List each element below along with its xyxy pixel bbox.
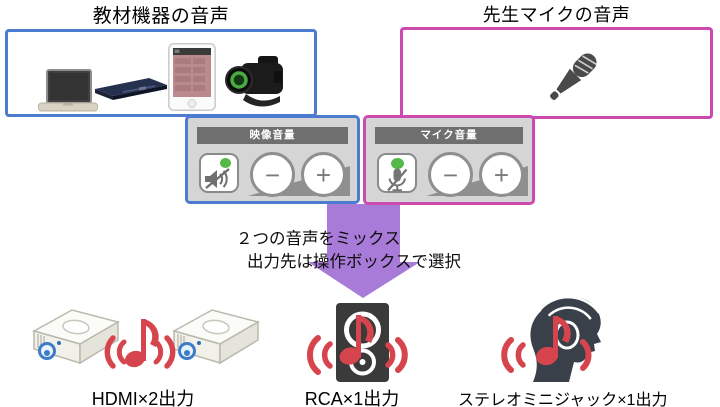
minus-icon: − (264, 159, 281, 190)
video-mute-button[interactable] (199, 153, 239, 193)
right-source-title: 先生マイクの音声 (482, 5, 631, 25)
plus-icon: + (493, 159, 510, 190)
mic-mute-button[interactable] (377, 153, 417, 193)
device-source-box (5, 29, 317, 117)
mic-volume-panel: マイク音量 − + (363, 115, 535, 205)
muted-microphone-icon (387, 168, 408, 192)
video-volume-up-button[interactable]: + (301, 152, 346, 197)
music-note-icon (104, 319, 176, 369)
smartphone-icon (168, 43, 216, 111)
mix-note-line1: ２つの音声をミックス (236, 230, 401, 248)
down-arrow-icon (308, 204, 420, 298)
projector-icon (32, 309, 120, 365)
minijack-output-label: ステレオミニジャック×1出力 (458, 392, 668, 407)
left-source-title: 教材機器の音声 (92, 6, 230, 27)
muted-speaker-icon (205, 168, 230, 189)
speaker-box-icon (306, 303, 408, 382)
microphone-icon (550, 53, 598, 100)
video-volume-panel-title: 映像音量 (197, 127, 348, 144)
status-dot-icon (391, 158, 404, 169)
rca-output-label: RCA×1出力 (304, 389, 400, 407)
video-volume-panel: 映像音量 − + (185, 115, 360, 204)
headphones-person-icon (501, 295, 601, 382)
camcorder-icon (225, 56, 283, 107)
music-note-icon (536, 316, 571, 366)
mix-note-line2: 出力先は操作ボックスで選択 (247, 253, 462, 271)
mic-source-box (400, 27, 713, 119)
bluray-player-icon (95, 78, 167, 100)
minus-icon: − (442, 159, 459, 190)
mic-volume-down-button[interactable]: − (428, 152, 473, 197)
video-volume-down-button[interactable]: − (250, 152, 295, 197)
hdmi-output-label: HDMI×2出力 (91, 389, 195, 407)
sound-waves-icon (501, 337, 592, 373)
mic-volume-panel-title: マイク音量 (375, 127, 523, 144)
sound-waves-icon (306, 335, 408, 375)
laptop-icon (38, 69, 98, 112)
status-dot-icon (220, 158, 231, 168)
projector-icon (172, 309, 260, 365)
mic-volume-up-button[interactable]: + (479, 152, 524, 197)
plus-icon: + (315, 159, 332, 190)
music-note-icon (339, 315, 374, 365)
